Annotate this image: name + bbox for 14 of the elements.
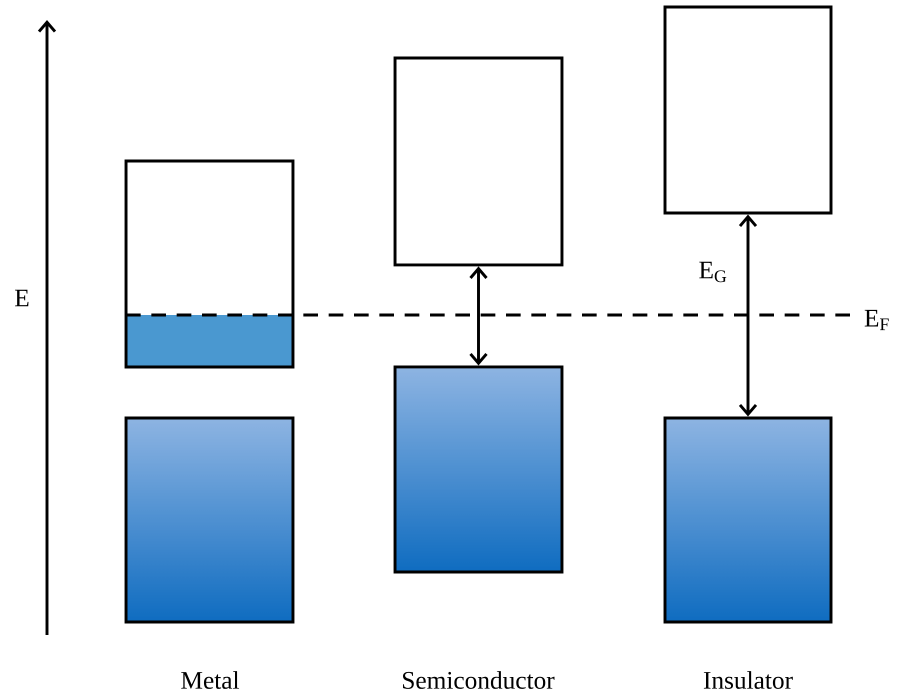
band-box (124, 416, 294, 624)
column-label: Metal (181, 671, 240, 689)
column-label: Insulator (704, 671, 793, 689)
band-box (124, 160, 294, 368)
band-box (664, 6, 832, 214)
band-box (394, 366, 564, 574)
arrow (738, 214, 758, 417)
arrow (469, 266, 488, 366)
axis-label: E$_{F}$ (864, 310, 889, 330)
band-box (394, 56, 564, 266)
axis-label: E (15, 290, 28, 306)
column-label: Semiconductor (403, 671, 554, 689)
edge-label: E$_{G}$ (699, 262, 726, 282)
band-box (664, 416, 832, 624)
